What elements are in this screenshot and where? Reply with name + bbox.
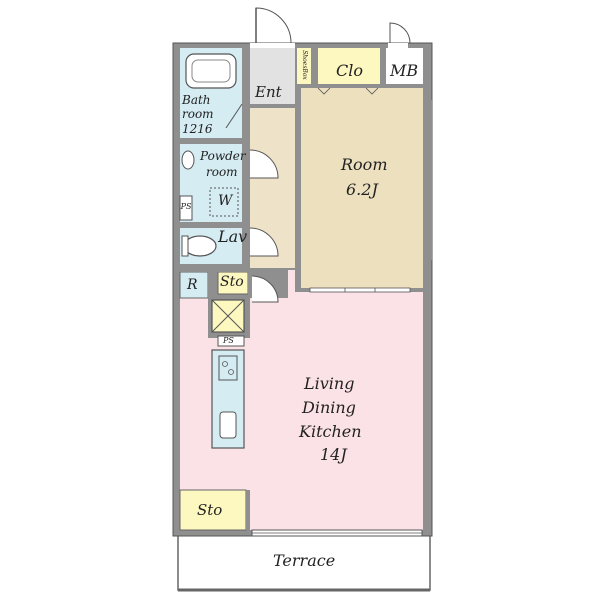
closet-floor bbox=[318, 48, 380, 84]
stove-icon bbox=[218, 355, 238, 381]
lav-label: Lav bbox=[218, 227, 248, 246]
ps-lower-box bbox=[217, 335, 245, 347]
ps-upper-box bbox=[179, 195, 193, 221]
room-name-label: Room bbox=[341, 155, 388, 174]
meter-box-label: MB bbox=[390, 61, 419, 80]
entrance-floor bbox=[250, 48, 295, 104]
sink-icon bbox=[219, 411, 237, 439]
powder-door-swing bbox=[249, 149, 279, 179]
closet-label: Clo bbox=[336, 61, 363, 80]
bathtub-icon bbox=[185, 53, 237, 89]
storage-bottom-label: Sto bbox=[197, 501, 223, 519]
refrigerator-label: R bbox=[187, 277, 198, 293]
lav-door-swing bbox=[249, 227, 279, 257]
storage-small-label: Sto bbox=[220, 274, 244, 290]
ps-lower-label: PS bbox=[223, 336, 234, 345]
mb-floor bbox=[386, 48, 423, 84]
ldk-size-label: 14J bbox=[320, 445, 347, 464]
ldk-floor bbox=[180, 270, 423, 530]
window-room bbox=[423, 100, 432, 260]
ldk-line2-label: Dining bbox=[302, 398, 356, 417]
room-floor bbox=[301, 88, 423, 288]
terrace-area bbox=[177, 533, 431, 591]
ldk-door-swing bbox=[251, 275, 279, 303]
terrace-label: Terrace bbox=[273, 551, 336, 570]
entrance-door-swing bbox=[255, 7, 292, 44]
bath-size-label: 1216 bbox=[182, 122, 213, 136]
washer-box bbox=[209, 187, 239, 217]
toilet-icon bbox=[183, 235, 217, 257]
ldk-line3-label: Kitchen bbox=[299, 422, 362, 441]
washer-label: W bbox=[218, 193, 233, 209]
bath-label-1: Bath bbox=[182, 93, 211, 107]
room-size-label: 6.2J bbox=[346, 180, 378, 199]
ps-upper-label: PS bbox=[180, 202, 192, 211]
shoesbox-label: ShoesBox bbox=[300, 50, 308, 80]
washbasin-icon bbox=[181, 150, 195, 170]
bath-door-swing bbox=[225, 103, 243, 129]
entrance-label: Ent bbox=[255, 83, 282, 101]
bath-label-2: room bbox=[182, 107, 214, 121]
mb-door-swing bbox=[389, 22, 411, 44]
shoesbox-floor bbox=[297, 48, 311, 84]
ldk-line1-label: Living bbox=[304, 374, 355, 393]
powder-label-1: Powder bbox=[200, 149, 246, 163]
powder-label-2: room bbox=[206, 165, 238, 179]
storage-bottom-floor bbox=[179, 489, 247, 531]
